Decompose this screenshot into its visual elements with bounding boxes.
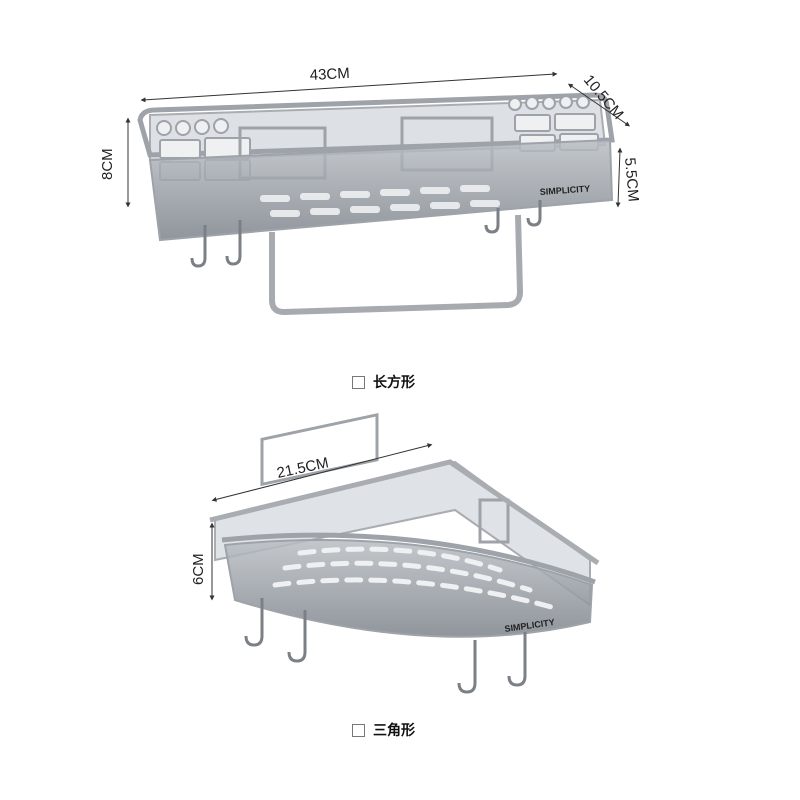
product-name-triangle: 三角形 — [373, 723, 415, 739]
hook-icon — [526, 200, 542, 227]
dimension-width-text: 43CM — [309, 65, 350, 84]
hook-icon — [507, 632, 527, 687]
checkbox-icon — [352, 723, 365, 737]
product-label-rectangle: 长方形 — [352, 372, 415, 392]
hook-icon — [457, 640, 477, 694]
corner-mount-plate-side — [478, 498, 510, 544]
product-label-triangle: 三角形 — [352, 720, 415, 740]
product-name-rectangle: 长方形 — [373, 375, 415, 391]
rectangular-shelf: SIMPLICITY 43CM 10.5CM 8CM 5.5CM — [99, 65, 642, 316]
corner-dimension-height-text: 6CM — [190, 553, 207, 585]
shelf-hooks — [190, 200, 542, 268]
towel-bar — [269, 214, 524, 316]
hook-icon — [244, 598, 264, 647]
hook-icon — [287, 610, 307, 663]
corner-shelf: SIMPLICITY 21.5CM 6CM — [190, 413, 600, 694]
hook-icon — [225, 220, 242, 266]
hook-icon — [190, 225, 207, 268]
hook-icon — [484, 208, 500, 234]
dimension-line-depth — [567, 83, 631, 127]
dimension-line-inner-height — [615, 147, 623, 208]
corner-hooks — [244, 598, 527, 694]
shelf-drain-slots — [260, 185, 500, 217]
corner-front-rim — [221, 532, 596, 585]
dimension-line-width — [140, 71, 558, 103]
dimension-inner-height-text: 5.5CM — [621, 157, 642, 203]
dimension-height-text: 8CM — [99, 148, 116, 180]
checkbox-icon — [352, 375, 365, 389]
brand-text-rect: SIMPLICITY — [539, 183, 590, 196]
corner-drain-slots — [272, 546, 558, 611]
corner-dimension-line-width — [211, 443, 433, 502]
